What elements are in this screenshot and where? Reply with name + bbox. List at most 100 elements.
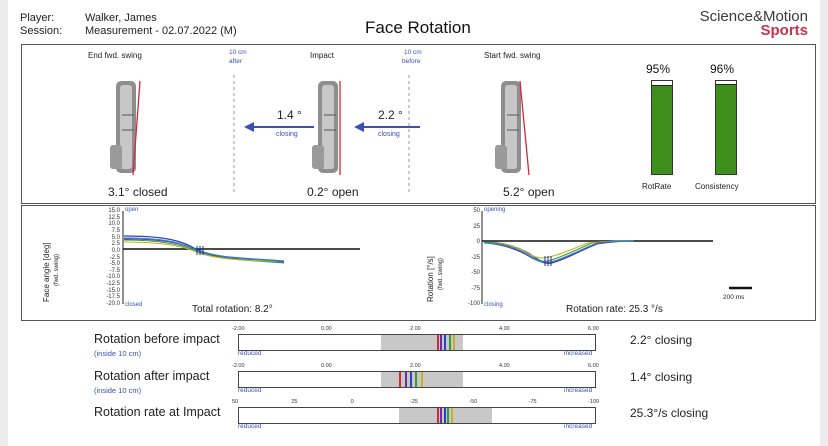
clubhead-end-icon — [110, 80, 141, 176]
row-left-end: reduced — [238, 387, 262, 394]
row-tick-label: 0.00 — [321, 363, 332, 369]
left-ytick: 15.0 — [108, 208, 120, 214]
row-tick-label: -2.00 — [232, 363, 245, 369]
right-ytick: 25 — [473, 223, 480, 230]
left-ytick: 0.0 — [111, 247, 120, 254]
after-label-2: after — [229, 58, 243, 65]
right-caption: Rotation rate: 25.3 °/s — [566, 304, 663, 315]
row-tick-label: -50 — [469, 399, 478, 405]
row-tick-label: 6.00 — [588, 363, 599, 369]
impact-label: Impact — [310, 51, 335, 60]
left-ytick: -5.0 — [109, 261, 120, 268]
left-ytick: 10.0 — [108, 221, 120, 228]
before-label-1: 10 cm — [404, 49, 422, 56]
left-ytick: 12.5 — [108, 214, 120, 221]
rotrate-bar-fill — [652, 84, 672, 174]
row-title: Rotation rate at Impact — [94, 405, 221, 419]
left-arrow-value: 1.4 ° — [277, 108, 302, 122]
row-left-end: reduced — [238, 423, 262, 430]
curves-panel: Face angle [deg] (fwd. swing) open close… — [21, 205, 816, 321]
before-label-2: before — [402, 58, 421, 65]
consistency-label: Consistency — [695, 182, 739, 191]
row-marker-line — [447, 408, 450, 423]
left-closed-label: closed — [125, 302, 143, 308]
curves-graphics — [122, 211, 752, 304]
clubhead-panel: End fwd. swing Impact Start fwd. swing 1… — [21, 44, 816, 204]
scale-label: 200 ms — [723, 294, 745, 301]
session-value: Measurement - 02.07.2022 (M) — [85, 25, 237, 37]
row-subtitle: (inside 10 cm) — [94, 386, 142, 395]
row-marker-line — [440, 408, 443, 423]
logo-subtext: Sports — [760, 22, 808, 39]
right-arrow-icon — [354, 122, 420, 132]
row-marker-line — [399, 372, 402, 387]
consistency-bar — [715, 80, 737, 175]
logo-text: Science&Motion — [699, 8, 808, 25]
left-ytick: -7.5 — [109, 267, 120, 274]
row-tick-label: 2.00 — [410, 363, 421, 369]
row-right-end: increased — [564, 387, 593, 394]
row-marker-line — [420, 372, 423, 387]
row-title: Rotation after impact — [94, 369, 210, 383]
right-ytick: 0 — [476, 239, 480, 245]
clubhead-impact-icon — [312, 81, 341, 175]
row-subtitle: (inside 10 cm) — [94, 349, 142, 358]
row-marker-line — [450, 408, 453, 423]
right-ytick: -50 — [471, 270, 480, 276]
row-tick-label: 4.00 — [499, 363, 510, 369]
row-scale-bar — [238, 334, 596, 351]
row-value: 25.3°/s closing — [630, 406, 709, 420]
rotrate-pct: 95% — [646, 62, 671, 76]
impact-caption: 0.2° open — [307, 185, 359, 199]
row-tick-label: -2.00 — [232, 326, 245, 332]
row-right-end: increased — [564, 350, 593, 357]
row-marker-line — [452, 335, 455, 350]
row-tick-label: 2.00 — [410, 326, 421, 332]
left-ytick: 7.5 — [111, 227, 120, 234]
end-caption: 3.1° closed — [108, 185, 168, 199]
player-label: Player: — [20, 12, 55, 24]
left-arrow-sub: closing — [276, 131, 298, 138]
row-tick-label: 6.00 — [588, 326, 599, 332]
after-label-1: 10 cm — [229, 49, 247, 56]
left-ytick: -10.0 — [106, 274, 120, 281]
row-marker-line — [436, 335, 439, 350]
right-arrow-value: 2.2 ° — [378, 108, 403, 122]
right-ytick: -25 — [471, 254, 480, 261]
row-value: 2.2° closing — [630, 333, 693, 347]
row-marker-line — [409, 372, 412, 387]
session-label: Session: — [20, 25, 63, 37]
rotrate-bar — [651, 80, 673, 175]
row-marker-line — [440, 335, 443, 350]
row-scale-bar — [238, 407, 596, 424]
report-page: Player: Walker, James Session: Measureme… — [8, 0, 820, 446]
left-arrow-icon — [244, 122, 314, 132]
row-tick-label: 4.00 — [499, 326, 510, 332]
row-tick-label: -100 — [588, 399, 600, 405]
row-tick-label: -75 — [528, 399, 537, 405]
row-tick-label: 0 — [350, 399, 354, 405]
right-closed-label: closing — [484, 302, 503, 308]
right-open-label: opening — [484, 207, 506, 213]
page-title: Face Rotation — [365, 18, 471, 37]
left-ytick: -12.5 — [106, 281, 120, 288]
right-arrow-sub: closing — [378, 131, 400, 138]
row-tick-label: 50 — [232, 399, 239, 405]
clubhead-start-icon — [495, 80, 530, 176]
row-scale-bar — [238, 371, 596, 388]
clubhead-graphics — [110, 75, 530, 195]
row-marker-line — [443, 408, 446, 423]
consistency-bar-fill — [716, 83, 736, 174]
row-marker-line — [449, 335, 452, 350]
left-open-label: open — [125, 207, 139, 213]
start-swing-label: Start fwd. swing — [484, 51, 541, 60]
left-caption: Total rotation: 8.2° — [192, 304, 273, 315]
row-marker-line — [415, 372, 418, 387]
left-ytick: -2.5 — [109, 254, 120, 261]
right-ytick: -100 — [467, 301, 480, 307]
left-ytick: 5.0 — [111, 234, 120, 241]
start-caption: 5.2° open — [503, 185, 555, 199]
end-swing-label: End fwd. swing — [88, 51, 142, 60]
rotrate-label: RotRate — [642, 182, 672, 191]
row-marker-line — [404, 372, 407, 387]
